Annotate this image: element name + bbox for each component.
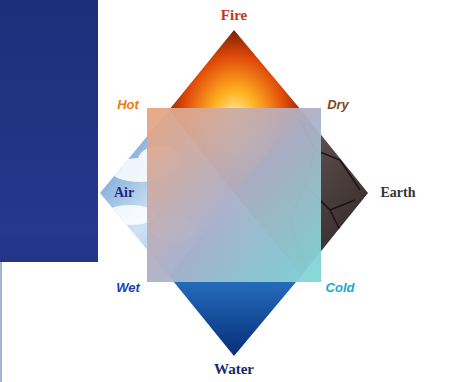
element-name: Water (214, 361, 254, 378)
element-name: Fire (221, 7, 247, 24)
element-name: Air (114, 185, 134, 200)
quality-name: Cold (326, 281, 355, 295)
qualities-square (147, 108, 321, 282)
quality-name: Wet (116, 281, 140, 295)
panel-edge (0, 262, 2, 382)
picture-ground (98, 0, 457, 382)
element-name: Earth (381, 185, 416, 200)
quality-name: Dry (327, 98, 349, 112)
quality-name: Hot (117, 98, 139, 112)
corner-panel (0, 262, 143, 382)
